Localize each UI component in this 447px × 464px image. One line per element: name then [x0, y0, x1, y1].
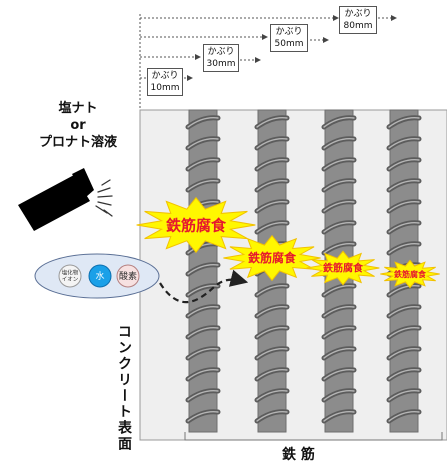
rebar-group: [185, 109, 422, 433]
cover-depth-30-label: かぶり: [207, 47, 235, 57]
corrosion-label: 鉄筋腐食: [166, 216, 227, 234]
rebar-label: 鉄 筋: [282, 447, 315, 463]
ion-label: 酸素: [119, 270, 137, 282]
cover-depth-10: かぶり 10mm: [147, 68, 183, 96]
penetration-arrow: [159, 269, 249, 304]
ion-label: イオン: [62, 276, 79, 283]
corrosion-label: 鉄筋腐食: [394, 269, 427, 279]
ion-2: 水: [88, 264, 112, 288]
spray-nozzle-icon: [18, 168, 113, 231]
spray-agent-label: 塩ナト or プロナト溶液: [28, 100, 128, 151]
cover-depth-guides: [139, 14, 397, 110]
corrosion-label: 鉄筋腐食: [248, 250, 297, 265]
corrosion-label: 鉄筋腐食: [323, 262, 364, 275]
rebar-bracket: [184, 432, 443, 441]
cover-depth-50: かぶり 50mm: [270, 24, 308, 52]
ion-label: 塩化物: [62, 269, 79, 277]
corrosion-burst-1: 鉄筋腐食: [136, 196, 256, 254]
spray-agent-line3: プロナト溶液: [38, 135, 117, 150]
cover-depth-80-label: かぶり: [344, 9, 372, 19]
rebar-1: [185, 109, 221, 433]
cover-depth-80: かぶり 80mm: [339, 6, 377, 34]
corrosion-burst-4: 鉄筋腐食: [380, 259, 440, 289]
corrosion-burst-3: 鉄筋腐食: [306, 250, 380, 286]
cover-depth-50-label: かぶり: [275, 27, 303, 37]
corrosion-burst-group: 鉄筋腐食鉄筋腐食鉄筋腐食鉄筋腐食: [136, 196, 440, 289]
cover-depth-30-value: 30mm: [206, 59, 236, 69]
spray-agent-line2: or: [70, 118, 86, 133]
ion-3: 酸素: [116, 264, 140, 288]
cover-depth-10-label: かぶり: [151, 71, 179, 81]
concrete-surface-label: コンクリート表面: [116, 324, 132, 452]
spray-agent-line1: 塩ナト: [58, 101, 98, 116]
ion-label: 水: [95, 270, 104, 282]
cover-depth-30: かぶり 30mm: [203, 44, 239, 72]
cover-depth-80-value: 80mm: [343, 21, 373, 31]
cover-depth-10-value: 10mm: [150, 83, 180, 93]
cover-depth-50-value: 50mm: [274, 39, 304, 49]
corrosion-burst-2: 鉄筋腐食: [223, 234, 321, 282]
